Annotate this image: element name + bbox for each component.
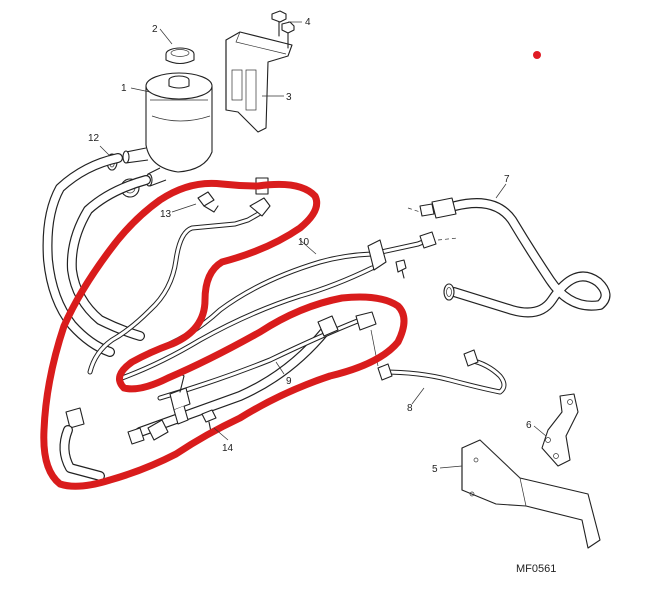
red-dot-marker (533, 51, 541, 59)
part-label-6: 6 (526, 420, 532, 431)
fluid-reservoir (122, 72, 213, 187)
part-label-1: 1 (121, 83, 127, 94)
return-hose (42, 153, 151, 357)
bracket-bolts (271, 10, 295, 49)
part-label-8: 8 (407, 403, 413, 414)
pressure-hose-7 (407, 197, 611, 318)
part-label-10: 10 (298, 237, 310, 248)
mounting-bracket-6 (541, 393, 579, 467)
highlight-outline (40, 179, 408, 490)
part-label-12: 12 (88, 133, 100, 144)
banjo-fitting-14 (169, 371, 217, 433)
leader-lines (99, 21, 547, 469)
part-label-9: 9 (286, 376, 292, 387)
return-pipe-8 (370, 329, 507, 395)
reservoir-bracket (225, 31, 293, 133)
pressure-pipe-10 (87, 177, 437, 381)
hose-end-fitting (59, 407, 105, 481)
part-label-5: 5 (432, 464, 438, 475)
part-label-14: 14 (222, 443, 234, 454)
feed-hose-9 (127, 311, 377, 445)
part-label-7: 7 (504, 174, 510, 185)
part-label-2: 2 (152, 24, 158, 35)
part-label-13: 13 (160, 209, 172, 220)
heat-shield-5 (461, 439, 601, 549)
part-label-4: 4 (305, 17, 311, 28)
part-label-3: 3 (286, 92, 292, 103)
reservoir-cap (165, 47, 195, 65)
reference-code: MF0561 (516, 563, 556, 575)
